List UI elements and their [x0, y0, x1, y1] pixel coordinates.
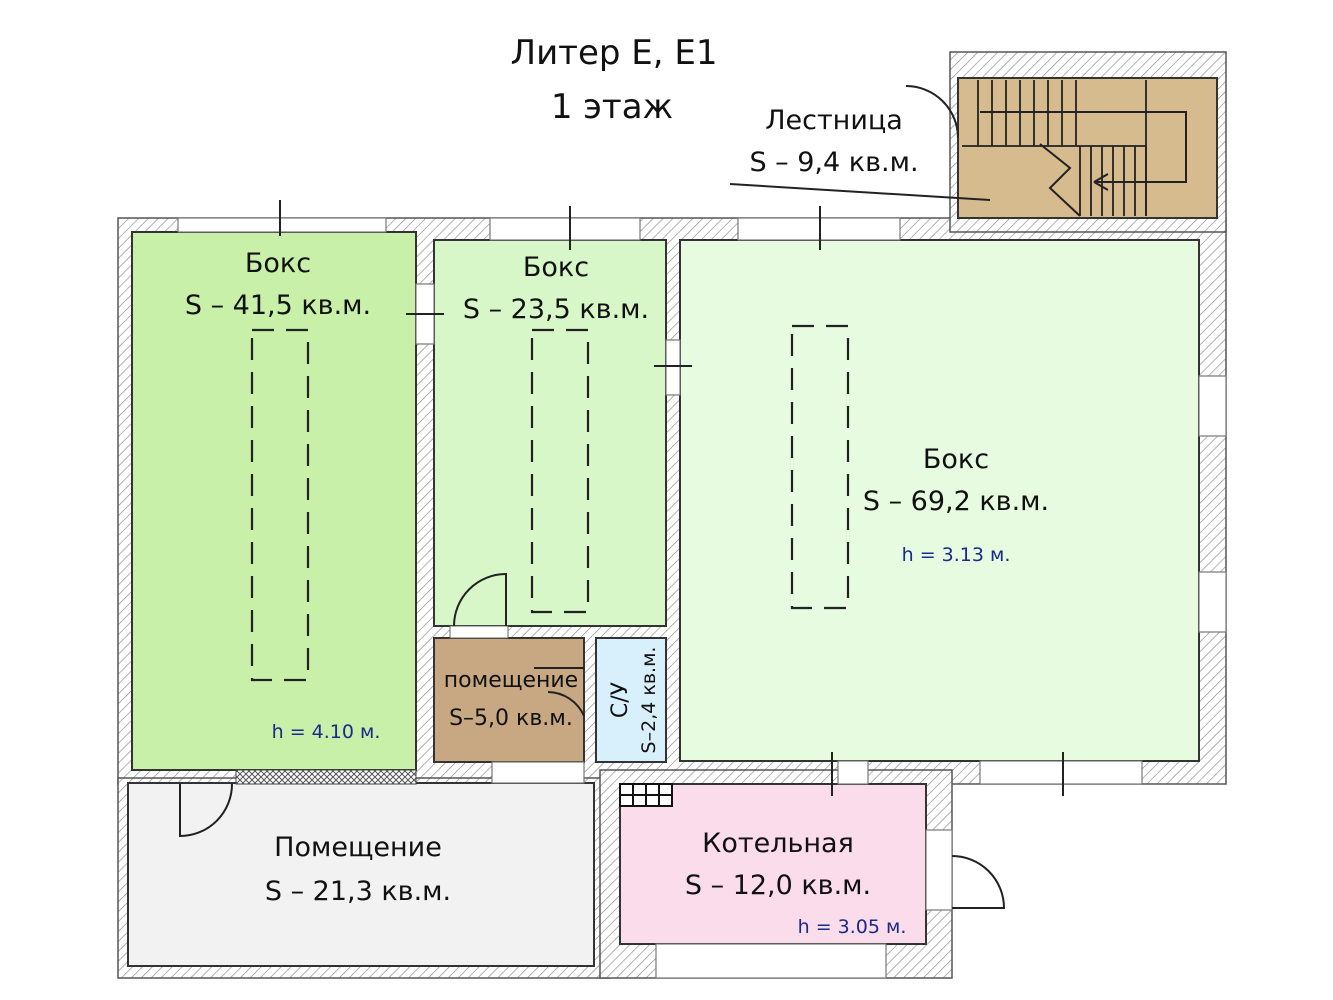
toilet-area: S–2,4 кв.м.: [638, 647, 660, 754]
floor-label: 1 этаж: [551, 87, 673, 127]
box2-name: Бокс: [523, 252, 589, 283]
room-storage: [433, 637, 585, 763]
stairs-area: S – 9,4 кв.м.: [749, 147, 918, 178]
box3-area: S – 69,2 кв.м.: [863, 486, 1049, 517]
box1-area: S – 41,5 кв.м.: [185, 290, 371, 321]
box1-name: Бокс: [245, 248, 311, 279]
stairs-name: Лестница: [765, 105, 903, 136]
box3-height: h = 3.13 м.: [902, 544, 1011, 566]
room-toilet: [595, 637, 667, 763]
toilet-name: С/У: [608, 681, 633, 718]
plan-title: Литер Е, Е1: [511, 33, 718, 73]
box1-height: h = 4.10 м.: [272, 721, 381, 743]
boiler-name: Котельная: [702, 828, 854, 859]
tick-marks: [279, 183, 1064, 796]
storage-area: S–5,0 кв.м.: [449, 706, 573, 731]
boiler-area: S – 12,0 кв.м.: [685, 870, 871, 901]
room-stairs: [957, 77, 1218, 219]
boiler-height: h = 3.05 м.: [798, 916, 907, 938]
room-box-2: [433, 239, 667, 627]
ventilation-grille: [619, 783, 673, 807]
box2-area: S – 23,5 кв.м.: [463, 294, 649, 325]
box3-name: Бокс: [923, 444, 989, 475]
storage-name: помещение: [444, 668, 578, 693]
room-box-1: [131, 231, 417, 771]
staircase: [962, 80, 1187, 217]
room-general: [127, 782, 595, 967]
room-name: Помещение: [274, 832, 442, 863]
doors: [179, 85, 1006, 909]
room-box-3: [679, 239, 1200, 762]
room-area: S – 21,3 кв.м.: [265, 876, 451, 907]
